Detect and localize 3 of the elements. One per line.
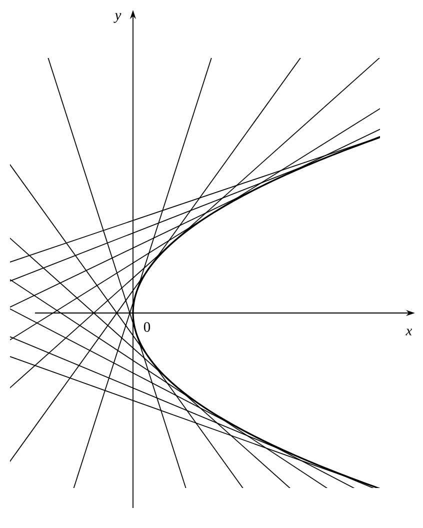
origin-label: 0 <box>144 322 150 332</box>
axis-label: y <box>114 13 122 23</box>
axis-label: x <box>406 328 412 336</box>
